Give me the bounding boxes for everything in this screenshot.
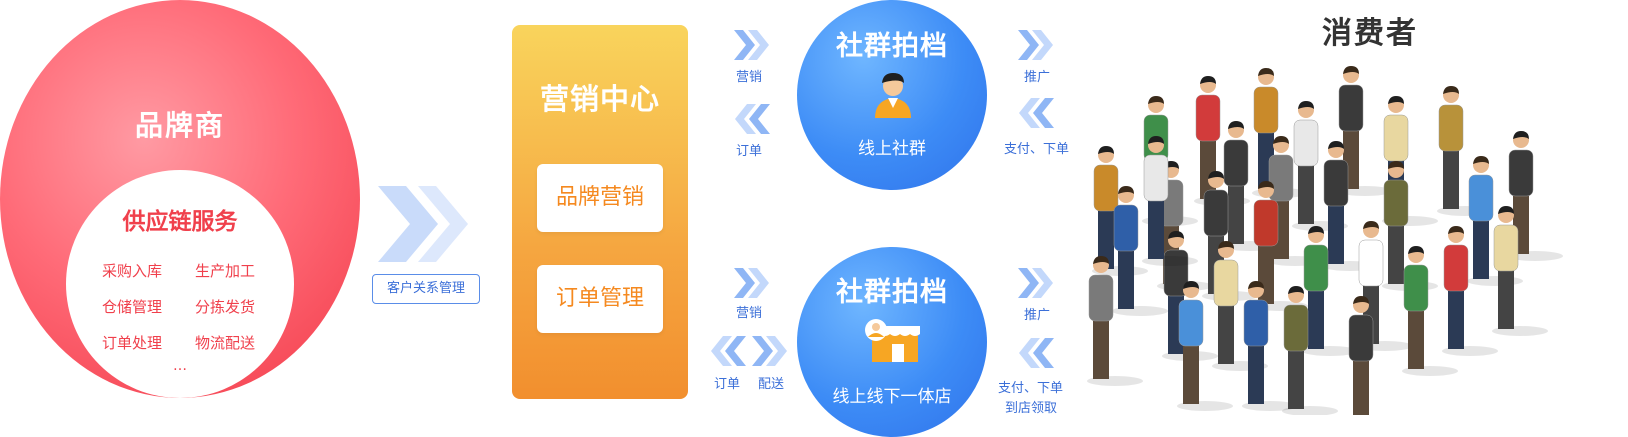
- online-offline-store-label: 线上线下一体店: [832, 387, 952, 407]
- consumer-figure: [1492, 206, 1548, 336]
- consumer-crowd-image: [1080, 55, 1620, 426]
- chevron-right-icon: [752, 336, 788, 370]
- consumer-figure: [1437, 86, 1493, 216]
- supply-chain-circle: [66, 170, 294, 398]
- consumer-figure: [1222, 121, 1278, 251]
- bottom-order-label: 订单: [714, 377, 741, 392]
- chevron-left-icon: [710, 336, 746, 370]
- order-management-card: 订单管理: [537, 265, 663, 333]
- top-marketing-label: 营销: [736, 70, 763, 85]
- chevron-left-icon: [1018, 98, 1054, 132]
- crm-label: 客户关系管理: [372, 274, 480, 304]
- top-promotion-label: 推广: [1024, 70, 1051, 85]
- supply-item-sorting: 分拣发货: [195, 298, 256, 316]
- marketing-center-title: 营销中心: [539, 82, 660, 116]
- consumer-figure: [1087, 256, 1143, 386]
- chevron-right-icon: [1018, 268, 1054, 302]
- supply-item-purchase: 采购入库: [102, 262, 163, 280]
- consumer-figure: [1282, 286, 1338, 416]
- consumer-figure: [1112, 186, 1168, 316]
- consumer-figure: [1242, 281, 1298, 411]
- consumer-figure: [1092, 146, 1148, 276]
- consumer-figure: [1302, 226, 1358, 356]
- consumer-figure: [1337, 66, 1393, 196]
- chevron-left-icon: [734, 104, 770, 138]
- bottom-promotion-label: 推广: [1024, 308, 1051, 323]
- consumer-figure: [1442, 226, 1498, 356]
- supply-item-logistics: 物流配送: [195, 334, 256, 352]
- bottom-payment-label: 支付、下单: [998, 381, 1064, 396]
- chevron-right-icon: [734, 30, 770, 64]
- brand-title: 品牌商: [134, 109, 225, 142]
- consumers-title: 消费者: [1322, 16, 1418, 51]
- store-icon: [862, 316, 922, 368]
- chevron-left-icon: [1018, 338, 1054, 372]
- big-chevron-icon: [378, 186, 474, 262]
- consumer-figure: [1252, 68, 1308, 198]
- community-partner-title: 社群拍档: [836, 277, 948, 308]
- supply-item-order: 订单处理: [102, 334, 163, 352]
- consumer-figure: [1402, 246, 1458, 376]
- online-community-label: 线上社群: [858, 139, 926, 159]
- bottom-pickup-label: 到店领取: [1005, 401, 1058, 416]
- bottom-marketing-label: 营销: [736, 306, 763, 321]
- supply-more: …: [173, 358, 187, 374]
- supply-item-warehouse: 仓储管理: [102, 298, 163, 316]
- top-order-label: 订单: [736, 144, 763, 159]
- brand-marketing-card: 品牌营销: [537, 164, 663, 232]
- chevron-right-icon: [1018, 30, 1054, 64]
- consumer-figure: [1142, 136, 1198, 266]
- supply-item-production: 生产加工: [195, 262, 256, 280]
- consumer-figure: [1292, 101, 1348, 231]
- community-partner-title: 社群拍档: [836, 31, 948, 62]
- bottom-delivery-label: 配送: [758, 377, 785, 392]
- person-icon: [870, 70, 916, 122]
- chevron-right-icon: [734, 268, 770, 302]
- consumer-figure: [1177, 281, 1233, 411]
- top-payment-label: 支付、下单: [1004, 142, 1070, 157]
- supply-chain-title: 供应链服务: [122, 209, 238, 235]
